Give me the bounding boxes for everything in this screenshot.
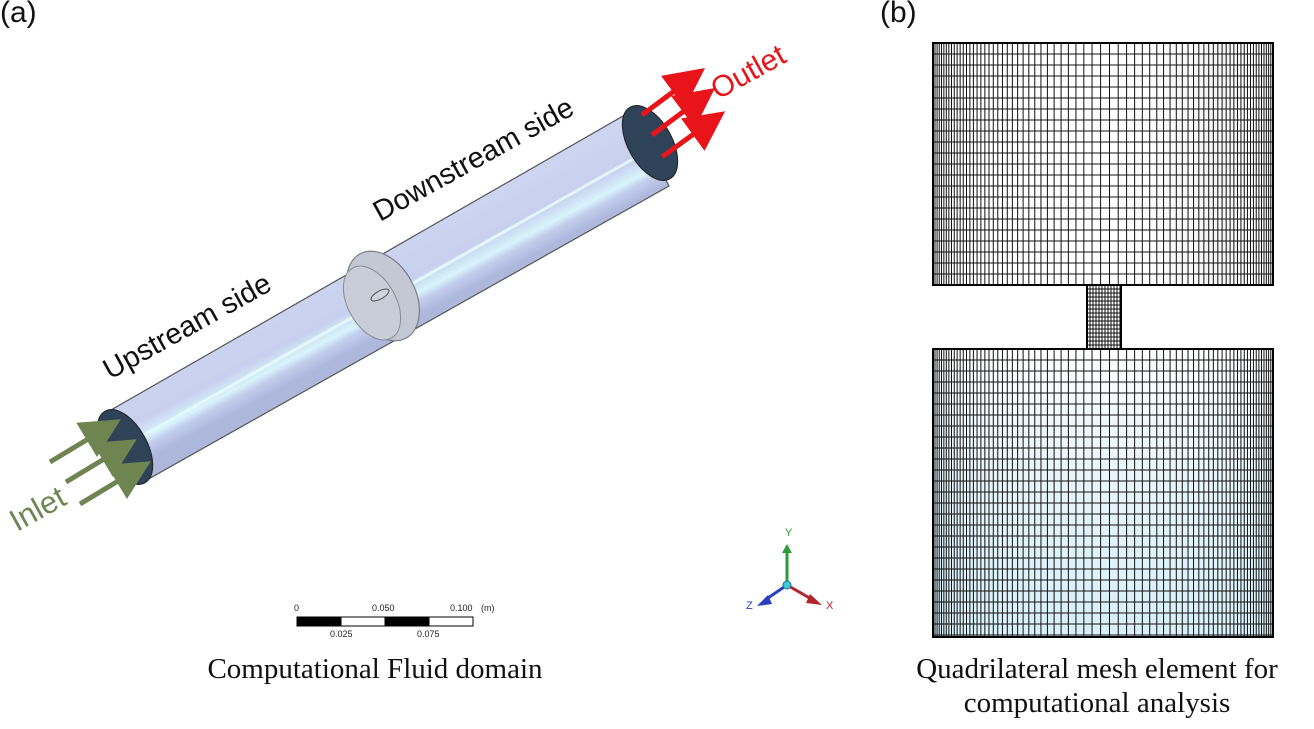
mesh-top-block: [932, 42, 1274, 286]
scale-tick-0075: 0.075: [417, 629, 440, 639]
inlet-label: Inlet: [3, 479, 72, 538]
caption-b-line1: Quadrilateral mesh element for: [916, 653, 1278, 685]
caption-b-line2: computational analysis: [963, 687, 1231, 719]
panel-a-label: (a): [0, 0, 37, 29]
scale-tick-0: 0: [294, 603, 299, 613]
axis-triad: Y X Z: [746, 527, 834, 612]
scale-tick-0025: 0.025: [330, 629, 353, 639]
scale-tick-0100: 0.100: [450, 603, 473, 613]
axis-z-label: Z: [746, 600, 753, 612]
inlet-arrows: [48, 419, 151, 507]
outlet-arrows: [640, 68, 726, 160]
orifice-plate: [342, 250, 420, 342]
scale-unit: (m): [481, 603, 495, 613]
scale-bar: 0 0.050 0.100 (m) 0.025 0.075: [294, 603, 495, 639]
scale-tick-0050: 0.050: [372, 603, 395, 613]
mesh-bottom-block: [932, 348, 1274, 638]
outlet-label: Outlet: [705, 38, 792, 106]
mesh-throat: [1086, 284, 1122, 350]
panel-b-label: (b): [880, 0, 917, 29]
caption-a: Computational Fluid domain: [207, 653, 543, 685]
axis-x-label: X: [826, 600, 834, 612]
axis-y-label: Y: [785, 527, 793, 539]
